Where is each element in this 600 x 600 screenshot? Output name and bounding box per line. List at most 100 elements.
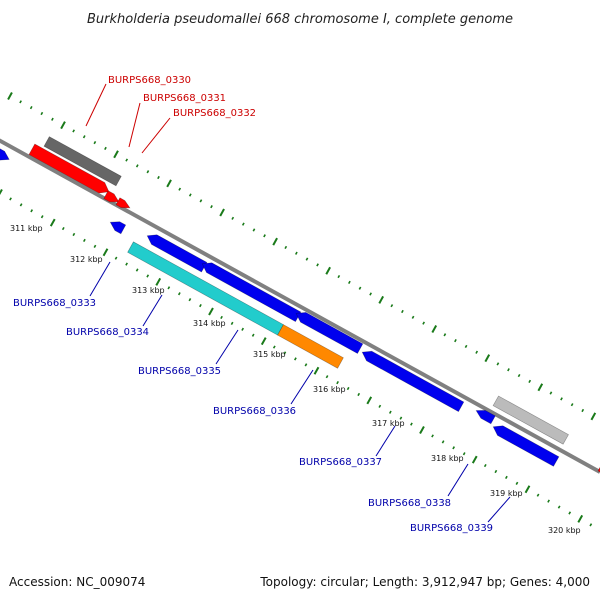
lower-tick xyxy=(441,440,445,444)
lower-tick xyxy=(125,262,128,266)
upper-tick xyxy=(135,164,139,168)
upper-tick xyxy=(241,222,245,226)
upper-tick xyxy=(82,135,86,139)
upper-tick xyxy=(464,344,468,349)
upper-tick xyxy=(431,324,438,333)
gene-label-burps668-0332[interactable]: BURPS668_0332 xyxy=(173,108,256,119)
kbp-label: 314 kbp xyxy=(193,319,226,328)
gene-label-burps668-0337[interactable]: BURPS668_0337 xyxy=(299,457,382,468)
lower-tick xyxy=(399,416,403,420)
upper-tick xyxy=(507,368,510,372)
gene-feature-burps668-0338 xyxy=(492,395,569,445)
lower-tick xyxy=(83,238,86,243)
lower-tick xyxy=(177,292,181,296)
gene-label-burps668-0338[interactable]: BURPS668_0338 xyxy=(368,498,451,509)
upper-tick xyxy=(348,280,351,284)
upper-tick xyxy=(113,150,119,159)
lower-tick xyxy=(102,248,109,257)
lower-tick xyxy=(220,315,223,320)
gene-feature-burps668-0339 xyxy=(492,425,560,467)
upper-tick xyxy=(549,391,553,395)
lower-tick xyxy=(135,268,139,272)
upper-tick xyxy=(411,315,415,319)
upper-tick xyxy=(219,208,225,217)
map-title: Burkholderia pseudomallei 668 chromosome… xyxy=(87,12,513,27)
upper-tick xyxy=(166,179,172,188)
lower-tick xyxy=(241,327,245,331)
upper-tick xyxy=(560,397,563,401)
lower-tick xyxy=(9,197,12,201)
lower-tick xyxy=(251,333,255,337)
lower-tick xyxy=(208,307,214,316)
lower-tick xyxy=(410,422,413,426)
upper-tick xyxy=(496,362,500,366)
genome-summary-text: Topology: circular; Length: 3,912,947 bp… xyxy=(259,575,590,589)
lower-tick xyxy=(188,298,192,302)
lower-tick xyxy=(93,244,97,248)
upper-tick xyxy=(294,251,298,255)
kbp-label: 317 kbp xyxy=(372,419,405,428)
gene-label-burps668-0333[interactable]: BURPS668_0333 xyxy=(13,298,96,309)
upper-tick xyxy=(231,216,235,220)
kbp-label: 312 kbp xyxy=(70,255,103,264)
gene-label-connectors xyxy=(85,83,511,523)
upper-tick xyxy=(252,228,256,232)
tick-marks xyxy=(0,92,597,527)
upper-tick xyxy=(272,237,278,246)
lower-tick xyxy=(199,303,202,308)
lower-tick xyxy=(577,514,584,523)
gene-label-burps668-0335[interactable]: BURPS668_0335 xyxy=(138,366,221,377)
lower-tick xyxy=(61,226,65,231)
lower-tick xyxy=(0,189,3,196)
upper-tick xyxy=(537,383,544,392)
gene-label-burps668-0331[interactable]: BURPS668_0331 xyxy=(143,93,226,104)
upper-tick xyxy=(590,412,597,421)
upper-tick xyxy=(157,175,160,180)
gene-feature-burps668-0336b xyxy=(295,312,364,354)
kbp-label: 319 kbp xyxy=(490,489,523,498)
upper-tick xyxy=(210,205,213,209)
kbp-label: 311 kbp xyxy=(10,224,43,233)
upper-tick xyxy=(188,193,192,197)
lower-tick xyxy=(346,386,350,391)
upper-tick xyxy=(72,129,76,133)
connector-0334 xyxy=(142,294,163,327)
upper-tick xyxy=(401,309,404,314)
lower-tick xyxy=(49,218,56,227)
upper-tick xyxy=(178,187,182,191)
connector-0336 xyxy=(290,369,314,405)
lower-tick xyxy=(272,345,276,349)
lower-tick xyxy=(313,366,320,375)
lower-tick xyxy=(260,337,267,346)
upper-tick xyxy=(528,379,532,384)
upper-tick xyxy=(305,257,309,261)
lower-tick xyxy=(230,321,234,325)
gene-label-burps668-0334[interactable]: BURPS668_0334 xyxy=(66,327,149,338)
upper-tick xyxy=(316,263,319,267)
gene-feature-burps668-0332b xyxy=(115,197,131,209)
lower-tick xyxy=(40,215,44,219)
connector-0333 xyxy=(89,261,111,297)
lower-tick xyxy=(155,277,162,286)
lower-tick xyxy=(283,351,287,355)
lower-tick xyxy=(304,363,308,367)
lower-tick xyxy=(547,499,550,503)
lower-tick xyxy=(505,475,508,480)
lower-tick xyxy=(30,209,34,213)
upper-tick xyxy=(7,92,13,100)
gene-label-burps668-0330[interactable]: BURPS668_0330 xyxy=(108,75,191,86)
gene-label-burps668-0336[interactable]: BURPS668_0336 xyxy=(213,406,296,417)
lower-tick xyxy=(471,455,478,464)
upper-tick xyxy=(378,295,385,304)
gene-label-burps668-0339[interactable]: BURPS668_0339 xyxy=(410,523,493,534)
gene-feature-small-2 xyxy=(475,410,496,425)
upper-tick xyxy=(475,350,479,354)
upper-tick xyxy=(390,304,394,308)
upper-tick xyxy=(104,146,107,151)
lower-tick xyxy=(515,481,519,485)
upper-tick xyxy=(199,199,203,203)
lower-tick xyxy=(419,426,425,434)
lower-tick xyxy=(568,511,572,515)
connector-0335 xyxy=(215,329,239,365)
connector-0339 xyxy=(487,496,511,523)
